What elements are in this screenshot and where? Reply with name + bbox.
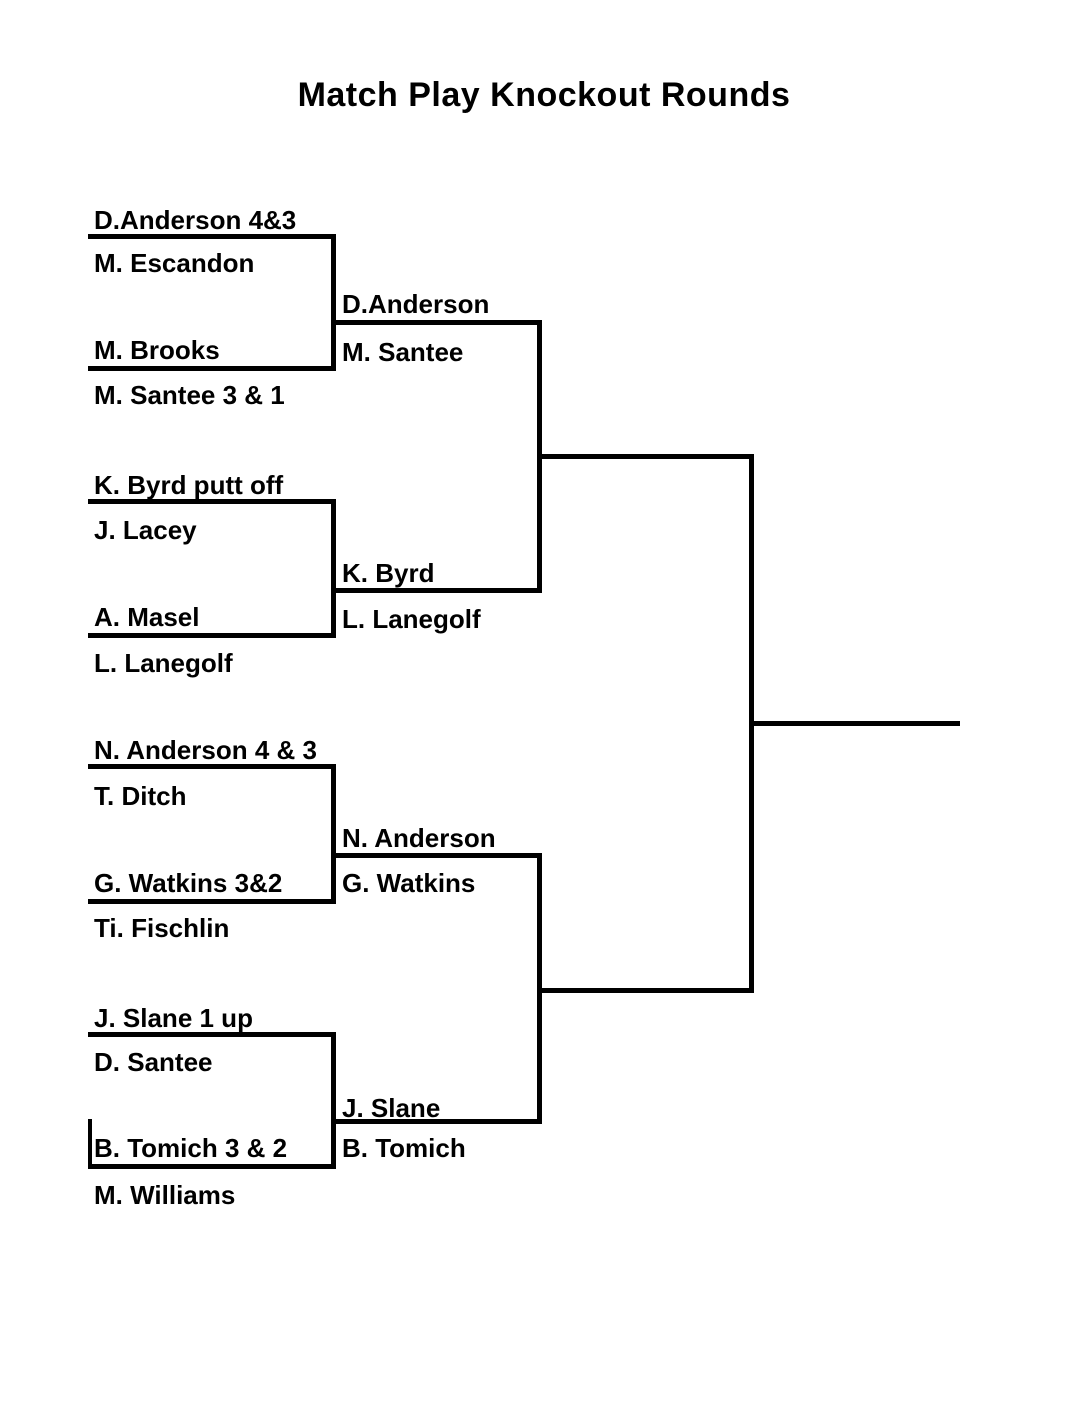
round1-match1-slot2-label: M. Escandon bbox=[94, 248, 255, 278]
round1-match1-slot1-label: D.Anderson 4&3 bbox=[94, 205, 297, 235]
round2-match4-slot1-label: J. Slane bbox=[342, 1093, 441, 1123]
round1-match8-left-stub bbox=[88, 1119, 92, 1169]
round1-match3-line bbox=[88, 499, 336, 504]
round1-match5-line bbox=[88, 764, 336, 769]
round1-match6-slot2-label: Ti. Fischlin bbox=[94, 913, 230, 943]
round1-match8-line bbox=[88, 1164, 336, 1169]
round2-match2-line bbox=[331, 588, 542, 593]
round1-match7-line bbox=[88, 1032, 336, 1037]
round1-match8-slot1-label: B. Tomich 3 & 2 bbox=[94, 1133, 288, 1163]
round1-match2-slot2-label: M. Santee 3 & 1 bbox=[94, 380, 285, 410]
round1-bracket4-connector bbox=[331, 1032, 336, 1169]
round1-match5-slot2-label: T. Ditch bbox=[94, 781, 187, 811]
semifinal-upper-line bbox=[537, 454, 754, 459]
round1-match2-line bbox=[88, 366, 336, 371]
round2-match4-line bbox=[331, 1119, 542, 1124]
round1-match1-line bbox=[88, 234, 336, 239]
round1-bracket3-connector bbox=[331, 764, 336, 904]
round1-match2-slot1-label: M. Brooks bbox=[94, 335, 220, 365]
round1-match6-slot1-label: G. Watkins 3&2 bbox=[94, 868, 283, 898]
round2-match2-slot1-label: K. Byrd bbox=[342, 558, 435, 588]
round1-match3-slot1-label: K. Byrd putt off bbox=[94, 470, 284, 500]
round2-match3-line bbox=[331, 853, 542, 858]
round1-match3-slot2-label: J. Lacey bbox=[94, 515, 197, 545]
round1-bracket2-connector bbox=[331, 499, 336, 638]
round2-match1-slot2-label: M. Santee bbox=[342, 337, 464, 367]
round2-match1-slot1-label: D.Anderson bbox=[342, 289, 490, 319]
semifinal-lower-line bbox=[537, 988, 754, 993]
round2-match1-line bbox=[331, 320, 542, 325]
page-title: Match Play Knockout Rounds bbox=[297, 76, 791, 114]
round1-bracket1-connector bbox=[331, 234, 336, 371]
round1-match4-line bbox=[88, 633, 336, 638]
round2-match3-slot2-label: G. Watkins bbox=[342, 868, 476, 898]
round1-match4-slot2-label: L. Lanegolf bbox=[94, 648, 233, 678]
round2-match3-slot1-label: N. Anderson bbox=[342, 823, 496, 853]
round1-match8-slot2-label: M. Williams bbox=[94, 1180, 236, 1210]
round1-match7-slot1-label: J. Slane 1 up bbox=[94, 1003, 253, 1033]
round1-match5-slot1-label: N. Anderson 4 & 3 bbox=[94, 735, 317, 765]
round2-match2-slot2-label: L. Lanegolf bbox=[342, 604, 481, 634]
round1-match7-slot2-label: D. Santee bbox=[94, 1047, 213, 1077]
round1-match4-slot1-label: A. Masel bbox=[94, 602, 200, 632]
round2-match4-slot2-label: B. Tomich bbox=[342, 1133, 466, 1163]
final-line bbox=[749, 721, 960, 726]
round1-match6-line bbox=[88, 899, 336, 904]
